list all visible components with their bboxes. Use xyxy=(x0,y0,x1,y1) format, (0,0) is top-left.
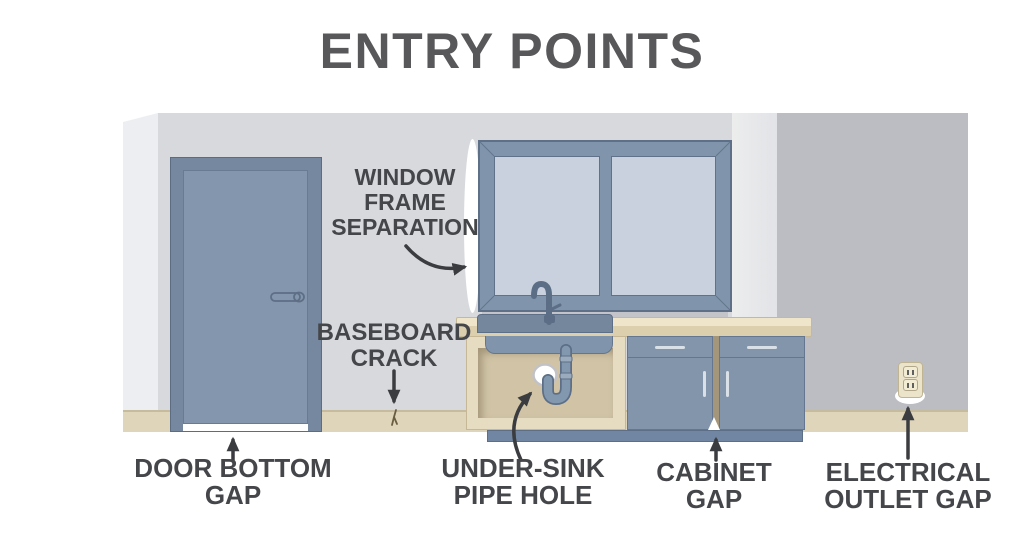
cabinet-unit-left xyxy=(627,336,713,430)
outlet-slot xyxy=(907,369,909,375)
cabinet-unit-right xyxy=(719,336,805,430)
drawer-front xyxy=(720,337,804,358)
window-pane-right xyxy=(610,156,716,296)
window xyxy=(478,140,732,312)
door-frame xyxy=(170,157,322,432)
outlet-socket xyxy=(903,366,918,378)
label-baseboard-crack: BASEBOARD CRACK xyxy=(316,319,472,372)
window-pane-left xyxy=(494,156,600,296)
cabinet-door-handle xyxy=(726,371,729,397)
door xyxy=(183,170,308,424)
outlet-slot xyxy=(907,382,909,388)
label-electrical-outlet-gap: ELECTRICAL OUTLET GAP xyxy=(824,457,992,514)
electrical-outlet xyxy=(898,362,923,398)
wall-right-section xyxy=(777,113,968,430)
cabinet-interior xyxy=(478,348,613,418)
cabinet-kickplate xyxy=(487,430,803,442)
drawer-handle xyxy=(747,345,777,349)
page-title: ENTRY POINTS xyxy=(319,23,705,79)
label-door-bottom-gap: DOOR BOTTOM GAP xyxy=(134,453,332,510)
sink-basin xyxy=(485,336,613,354)
window-frame-separation-opening xyxy=(464,139,481,313)
label-window-frame-separation: WINDOW FRAME SEPARATION xyxy=(331,164,479,240)
cabinet-door-handle xyxy=(703,371,706,397)
drawer-front xyxy=(628,337,712,358)
label-under-sink-pipe-hole: UNDER-SINK PIPE HOLE xyxy=(441,453,605,510)
drawer-handle xyxy=(655,345,685,349)
label-cabinet-gap: CABINET GAP xyxy=(656,457,772,514)
outlet-slot xyxy=(912,369,914,375)
outlet-socket xyxy=(903,379,918,391)
wall-corner-strip xyxy=(123,113,158,430)
door-bottom-gap-opening xyxy=(183,424,308,431)
outlet-slot xyxy=(912,382,914,388)
base-cabinets xyxy=(627,336,805,430)
cabinet-gap-opening xyxy=(708,417,720,430)
sink-front-rim xyxy=(477,314,613,333)
